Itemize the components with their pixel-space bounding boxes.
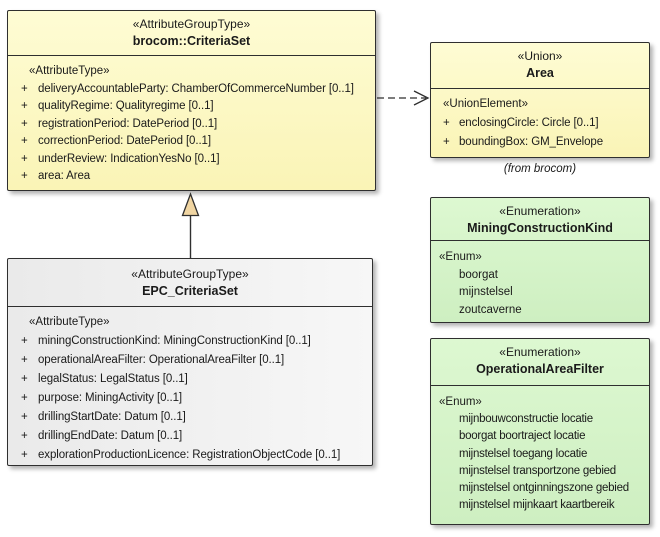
stereotype-label: «AttributeGroupType» [132,17,251,31]
visibility-symbol: + [443,136,450,148]
section-stereotype-label: «Enum» [439,396,482,408]
attribute-row: + area: Area [14,168,371,186]
stereotype-label: «Union» [517,49,563,63]
attribute-text: operationalAreaFilter: OperationalAreaFi… [38,354,285,366]
visibility-symbol: + [21,411,28,423]
visibility-symbol: + [443,117,450,129]
visibility-symbol: + [21,392,28,404]
visibility-symbol: + [21,152,28,165]
attribute-row: + enclosingCircle: Circle [0..1] [435,114,645,133]
stereotype-label: «AttributeGroupType» [131,267,249,281]
attribute-text: purpose: MiningActivity [0..1] [38,392,183,404]
attribute-row: + miningConstructionKind: MiningConstruct… [14,332,368,351]
visibility-symbol: + [21,449,28,461]
class-box-brocom-criteriaset: «AttributeGroupType» brocom::CriteriaSet… [7,10,376,191]
class-header: «AttributeGroupType» brocom::CriteriaSet [8,11,375,56]
class-header: «Enumeration» MiningConstructionKind [431,198,649,241]
attribute-row: + underReview: IndicationYesNo [0..1] [14,151,371,169]
visibility-symbol: + [21,100,28,112]
attribute-text: drillingStartDate: Datum [0..1] [38,411,186,423]
class-header: «Enumeration» OperationalAreaFilter [431,339,649,386]
visibility-symbol: + [21,135,28,147]
enum-value: mijnstelsel mijnkaart kaartbereik [459,499,615,512]
enum-value: boorgat [459,268,499,281]
attribute-text: underReview: IndicationYesNo [0..1] [38,152,220,165]
from-package-note: (from brocom) [503,163,577,175]
class-header: «AttributeGroupType» EPC_CriteriaSet [8,259,372,307]
enum-value: mijnstelsel [459,286,513,298]
visibility-symbol: + [21,335,28,347]
attribute-text: registrationPeriod: DatePeriod [0..1] [38,117,218,130]
attribute-row: + purpose: MiningActivity [0..1] [14,389,368,408]
class-box-area: «Union» Area «UnionElement» + enclosingCi… [430,42,650,158]
attribute-text: explorationProductionLicence: Registrati… [38,449,341,461]
enum-value: boorgat boortraject locatie [459,430,586,443]
visibility-symbol: + [21,170,28,182]
visibility-symbol: + [21,430,28,442]
visibility-symbol: + [21,82,28,95]
enum-value: mijnstelsel transportzone gebied [459,464,616,477]
class-box-epc-criteriaset: «AttributeGroupType» EPC_CriteriaSet «At… [7,258,373,466]
attribute-row: + legalStatus: LegalStatus [0..1] [14,370,368,389]
enum-value: mijnstelsel toegang locatie [459,447,588,460]
attribute-text: deliveryAccountableParty: ChamberOfComme… [38,82,354,95]
section-stereotype-label: «UnionElement» [443,98,529,110]
class-name: Area [526,66,554,80]
attribute-text: enclosingCircle: Circle [0..1] [459,117,599,129]
attribute-row: + qualityRegime: Qualityregime [0..1] [14,98,371,116]
section-stereotype-label: «Enum» [439,251,482,263]
visibility-symbol: + [21,117,28,130]
attributes-compartment: «AttributeType» + deliveryAccountablePart… [8,56,375,186]
class-name: EPC_CriteriaSet [142,284,238,298]
enum-value: mijnstelsel ontginningszone gebied [459,482,629,495]
attribute-row: + explorationProductionLicence: Registrat… [14,446,368,465]
class-header: «Union» Area [431,43,649,89]
attribute-row: + deliveryAccountableParty: ChamberOfComm… [14,81,371,99]
section-stereotype-label: «AttributeType» [29,65,110,77]
generalization-arrow [181,192,200,258]
attribute-text: drillingEndDate: Datum [0..1] [38,430,183,442]
enum-value: mijnbouwconstructie locatie [459,413,593,426]
attribute-row: + correctionPeriod: DatePeriod [0..1] [14,133,371,151]
attribute-text: qualityRegime: Qualityregime [0..1] [38,100,214,112]
attribute-row: + operationalAreaFilter: OperationalAreaF… [14,351,368,370]
enum-box-miningconstructionkind: «Enumeration» MiningConstructionKind «En… [430,197,650,323]
stereotype-label: «Enumeration» [499,204,581,218]
stereotype-label: «Enumeration» [499,345,581,359]
attributes-compartment: «AttributeType» + miningConstructionKind:… [8,307,372,465]
enum-values-compartment: «Enum» mijnbouwconstructie locatie boorg… [431,386,649,514]
visibility-symbol: + [21,354,28,366]
attributes-compartment: «UnionElement» + enclosingCircle: Circle … [431,89,649,152]
class-name: OperationalAreaFilter [476,362,604,376]
enum-box-operationalareafilter: «Enumeration» OperationalAreaFilter «Enu… [430,338,650,525]
attribute-row: + boundingBox: GM_Envelope [435,133,645,152]
attribute-text: boundingBox: GM_Envelope [459,136,604,148]
attribute-text: area: Area [38,170,91,182]
class-name: MiningConstructionKind [467,221,613,235]
section-stereotype-label: «AttributeType» [29,316,110,328]
attribute-row: + drillingStartDate: Datum [0..1] [14,408,368,427]
attribute-row: + registrationPeriod: DatePeriod [0..1] [14,116,371,134]
dependency-arrow [377,90,430,106]
enum-values-compartment: «Enum» boorgat mijnstelsel zoutcaverne [431,241,649,319]
attribute-text: legalStatus: LegalStatus [0..1] [38,373,188,385]
attribute-text: miningConstructionKind: MiningConstructi… [38,335,311,347]
visibility-symbol: + [21,373,28,385]
class-name: brocom::CriteriaSet [132,34,251,48]
enum-value: zoutcaverne [459,303,522,316]
attribute-row: + drillingEndDate: Datum [0..1] [14,427,368,446]
attribute-text: correctionPeriod: DatePeriod [0..1] [38,135,211,147]
